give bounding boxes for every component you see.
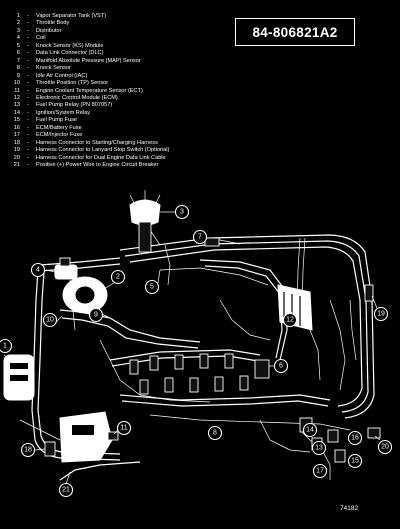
svg-text:7: 7 — [198, 234, 202, 241]
legend-item: 20-Harness Connector for Dual Engine Dat… — [13, 154, 166, 161]
callout-4: 4 — [30, 262, 46, 278]
legend-item: 8-Knock Sensor — [16, 65, 71, 72]
svg-text:16: 16 — [351, 435, 359, 442]
legend-item: 1-Vapor Separator Tank (VST) — [16, 13, 107, 19]
legend: 1-Vapor Separator Tank (VST) 2-Throttle … — [8, 13, 238, 170]
callout-17: 17 — [312, 463, 328, 479]
svg-text:18: 18 — [24, 447, 32, 454]
callout-14: 14 — [302, 422, 318, 438]
svg-text:8: 8 — [213, 430, 217, 437]
callout-6: 6 — [273, 358, 289, 374]
legend-item: 21-Positive (+) Power Wire to Engine Cir… — [13, 162, 159, 169]
engine-block-shape — [59, 411, 113, 463]
injector-sensors-shape — [129, 353, 249, 395]
legend-item: 9-Idle Air Control (IAC) — [16, 72, 88, 79]
vapor-separator-tank-shape — [3, 354, 35, 401]
callout-19: 19 — [373, 306, 389, 322]
svg-text:3: 3 — [180, 209, 184, 216]
part-number: 84-806821A2 — [252, 24, 338, 40]
legend-item: 7-Manifold Absolute Pressure (MAP) Senso… — [16, 57, 141, 64]
svg-text:12: 12 — [286, 317, 294, 324]
callout-20: 20 — [377, 439, 393, 455]
callout-7: 7 — [192, 229, 208, 245]
legend-item: 19-Harness Connector to Lanyard Stop Swi… — [13, 147, 170, 154]
starting-harness-connector-shape — [44, 441, 56, 457]
svg-text:2: 2 — [116, 274, 120, 281]
legend-item: 14-Ignition/System Relay — [13, 109, 91, 116]
svg-text:1: 1 — [3, 343, 7, 350]
legend-item: 2-Throttle Body — [16, 20, 70, 27]
callout-11: 11 — [116, 420, 132, 436]
callout-18: 18 — [20, 442, 36, 458]
svg-text:9: 9 — [94, 312, 98, 319]
svg-text:5: 5 — [150, 284, 154, 291]
svg-text:13: 13 — [315, 445, 323, 452]
legend-item: 15-Fuel Pump Fuse — [13, 117, 78, 124]
legend-item: 4-Coil — [16, 35, 46, 42]
distributor-shape — [129, 190, 161, 253]
legend-item: 6-Data Link Connector (DLC) — [16, 50, 104, 57]
ect-sensor-shape — [107, 431, 119, 441]
callout-1: 1 — [0, 338, 13, 354]
throttle-body-shape — [62, 276, 108, 314]
figure-number: 74182 — [340, 505, 359, 512]
callout-12: 12 — [282, 312, 298, 328]
svg-text:19: 19 — [377, 311, 385, 318]
svg-text:14: 14 — [306, 427, 314, 434]
legend-item: 3-Distributor — [16, 27, 62, 34]
svg-text:6: 6 — [279, 363, 283, 370]
callout-16: 16 — [347, 430, 363, 446]
callout-3: 3 — [174, 204, 190, 220]
legend-item: 16-ECM/Battery Fuse — [13, 124, 82, 131]
svg-text:21: 21 — [62, 487, 70, 494]
data-link-connector-shape — [254, 359, 270, 379]
coil-shape — [54, 257, 78, 280]
callout-9: 9 — [88, 307, 104, 323]
svg-text:15: 15 — [351, 458, 359, 465]
harness-wires — [19, 229, 375, 481]
callout-15: 15 — [347, 453, 363, 469]
legend-item: 11-Engine Coolant Temperature Sensor (EC… — [14, 87, 143, 94]
lanyard-connector-shape — [364, 284, 374, 302]
callout-21: 21 — [58, 482, 74, 498]
legend-item: 5-Knock Sensor (KS) Module — [16, 42, 104, 49]
svg-text:17: 17 — [316, 468, 324, 475]
legend-item: 17-ECM/Injector Fuse — [13, 132, 83, 139]
legend-item: 10-Throttle Position (TP) Sensor — [13, 80, 109, 87]
legend-item: 18-Harness Connector to Starting/Chargin… — [13, 139, 158, 146]
map-sensor-shape — [204, 237, 220, 247]
callout-13: 13 — [311, 440, 327, 456]
callout-10: 10 — [42, 312, 58, 328]
svg-text:20: 20 — [381, 444, 389, 451]
callout-5: 5 — [144, 279, 160, 295]
legend-item: 13-Fuel Pump Relay (PN 807057) — [13, 102, 113, 109]
callout-8: 8 — [207, 425, 223, 441]
svg-text:10: 10 — [46, 317, 54, 324]
callout-2: 2 — [110, 269, 126, 285]
svg-text:11: 11 — [120, 425, 127, 432]
svg-text:4: 4 — [36, 267, 40, 274]
part-number-box: 84-806821A2 — [235, 18, 355, 46]
legend-item: 12-Electronic Control Module (ECM) — [13, 94, 118, 101]
